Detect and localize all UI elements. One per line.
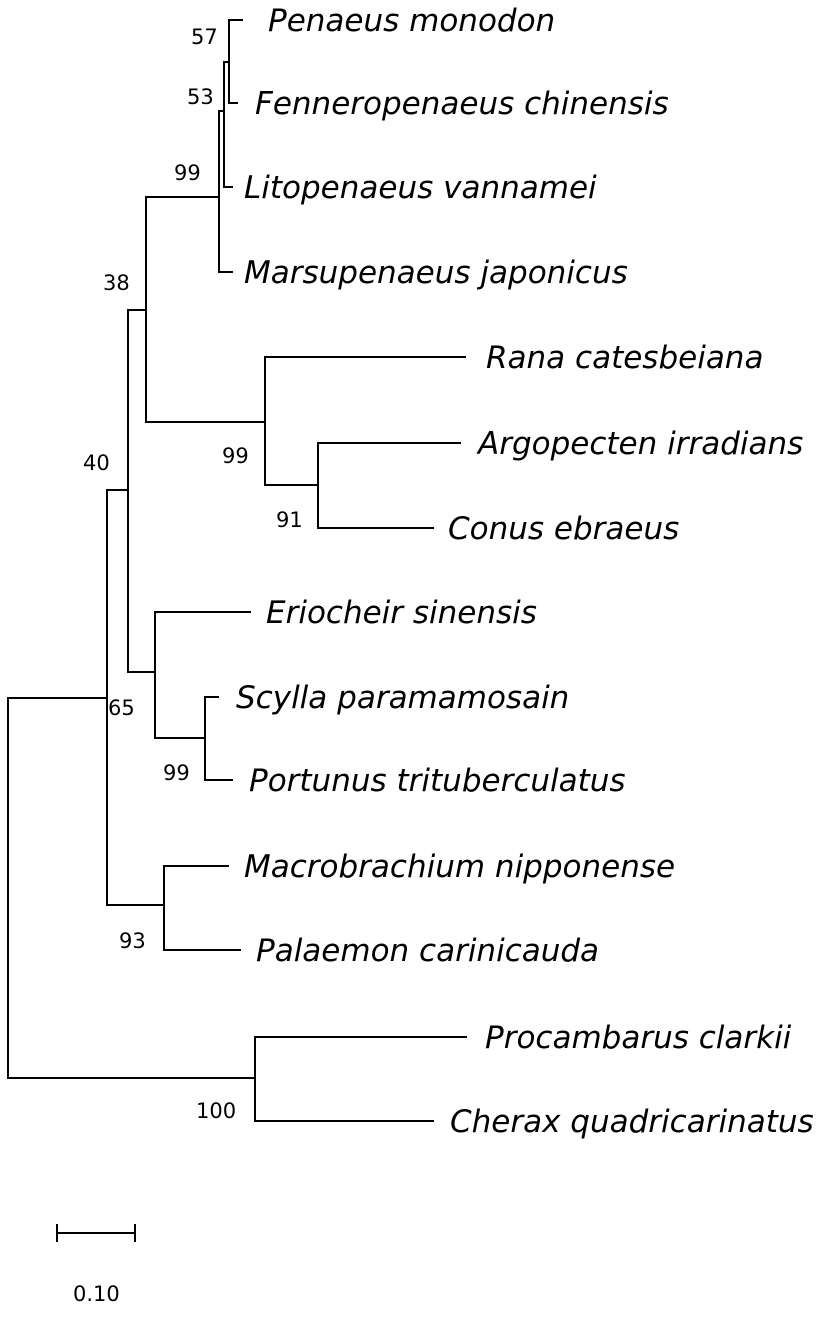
- tree-branches: [7, 19, 467, 1122]
- scale-bar-label: 0.10: [73, 1282, 120, 1306]
- bootstrap-value: 40: [83, 451, 110, 475]
- bootstrap-value: 91: [276, 508, 303, 532]
- taxon-portunus: Portunus trituberculatus: [249, 763, 626, 799]
- bootstrap-value: 99: [174, 161, 201, 185]
- taxon-procambarus: Procambarus clarkii: [485, 1020, 792, 1056]
- taxon-fenneropenaeus: Fenneropenaeus chinensis: [255, 86, 669, 122]
- taxon-scylla: Scylla paramamosain: [236, 680, 569, 716]
- taxon-labels: Penaeus monodon Fenneropenaeus chinensis…: [236, 3, 814, 1140]
- bootstrap-value: 99: [222, 444, 249, 468]
- taxon-penaeus: Penaeus monodon: [268, 3, 555, 39]
- taxon-argopecten: Argopecten irradians: [476, 426, 803, 462]
- taxon-palaemon: Palaemon carinicauda: [256, 933, 599, 969]
- bootstrap-value: 93: [119, 929, 146, 953]
- taxon-conus: Conus ebraeus: [448, 511, 679, 547]
- taxon-macrobrachium: Macrobrachium nipponense: [244, 849, 675, 885]
- bootstrap-value: 99: [163, 761, 190, 785]
- bootstrap-values: 57 53 99 38 99 91 40 65 99 93 100: [83, 25, 303, 1123]
- taxon-marsupenaeus: Marsupenaeus japonicus: [244, 255, 628, 291]
- scale-bar: 0.10: [56, 1224, 136, 1306]
- bootstrap-value: 38: [103, 271, 130, 295]
- taxon-cherax: Cherax quadricarinatus: [450, 1104, 814, 1140]
- taxon-litopenaeus: Litopenaeus vannamei: [244, 170, 597, 206]
- bootstrap-value: 65: [108, 696, 135, 720]
- bootstrap-value: 100: [196, 1099, 236, 1123]
- bootstrap-value: 57: [191, 25, 218, 49]
- bootstrap-value: 53: [187, 85, 214, 109]
- taxon-rana: Rana catesbeiana: [486, 340, 763, 376]
- taxon-eriocheir: Eriocheir sinensis: [266, 595, 537, 631]
